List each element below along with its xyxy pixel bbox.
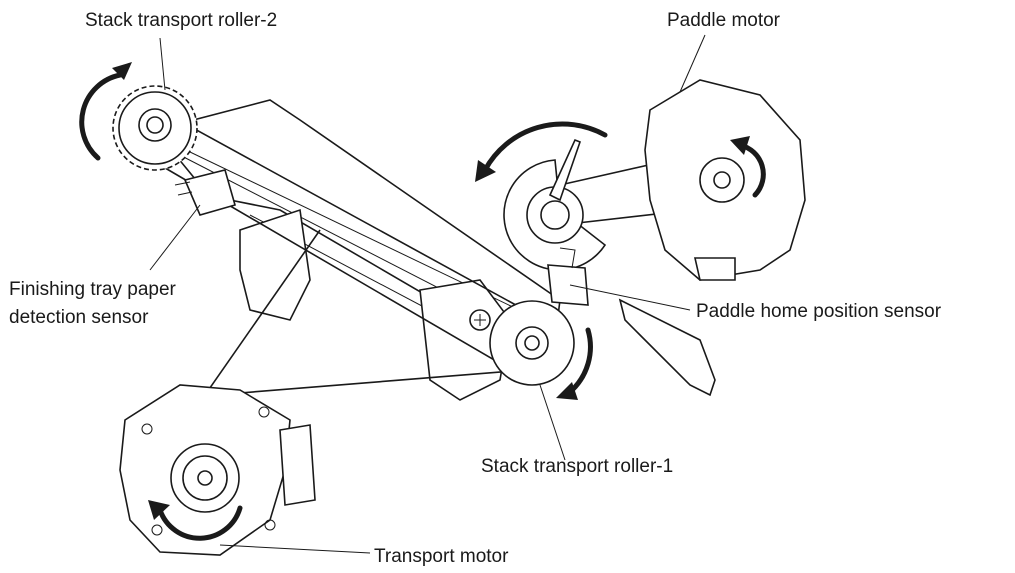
- stack-transport-roller-2: [112, 85, 198, 171]
- label-transport-motor: Transport motor: [374, 546, 509, 567]
- paddle-rotation-arrow: [482, 121, 608, 173]
- paddle-wheel: [503, 138, 607, 271]
- paddle-home-sensor: [547, 247, 589, 306]
- paddle-motor: [644, 79, 806, 281]
- label-stack-roller-1: Stack transport roller-1: [481, 456, 673, 477]
- label-paddle-motor: Paddle motor: [667, 10, 781, 31]
- roller1-rotation-arrow: [567, 327, 593, 395]
- label-finishing-sensor-line2: detection sensor: [9, 307, 149, 328]
- paddle-guide-plate: [618, 298, 716, 397]
- label-finishing-sensor-line1: Finishing tray paper: [9, 279, 177, 300]
- roller2-rotation-arrow: [79, 72, 123, 161]
- transport-motor: [119, 384, 316, 556]
- finishing-tray-sensor: [174, 169, 236, 216]
- paddle-motor-rotation-arrow: [737, 142, 766, 198]
- motor-rotation-arrow: [157, 505, 243, 541]
- rotation-arrows: [79, 62, 766, 541]
- label-paddle-home-sensor: Paddle home position sensor: [696, 301, 942, 322]
- leader-lines: [149, 34, 706, 554]
- stack-transport-roller-1: [489, 300, 575, 386]
- label-stack-roller-2: Stack transport roller-2: [85, 10, 277, 31]
